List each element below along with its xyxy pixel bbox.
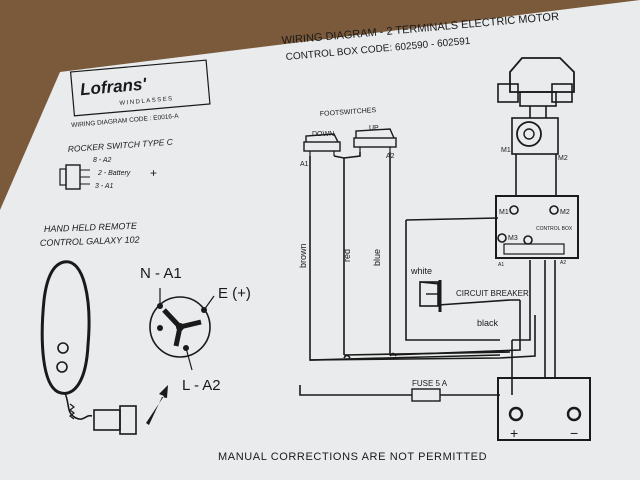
battery-minus: − (570, 425, 578, 441)
fuse-label: FUSE 5 A (412, 379, 448, 388)
remote-n-a1-label: N - A1 (140, 265, 182, 282)
circuit-breaker-icon (419, 280, 442, 312)
control-box-m1: M1 (499, 209, 509, 216)
rocker-line-battery: 2 - Battery (97, 170, 131, 177)
windlass-motor-icon (497, 57, 575, 196)
wire-label-white: white (410, 266, 432, 276)
rocker-line-a1: 3 - A1 (95, 183, 114, 190)
rocker-switch-icon (59, 164, 90, 190)
footswitch-up-icon (353, 128, 397, 152)
footer-note: MANUAL CORRECTIONS ARE NOT PERMITTED (218, 451, 487, 463)
remote-e-plus-label: E (+) (218, 285, 251, 302)
remote-l-a2-label: L - A2 (182, 377, 221, 394)
control-box-icon (495, 195, 579, 259)
remote-connector-icon (149, 288, 215, 371)
wire-label-red: red (342, 249, 352, 262)
battery-positive-terminal (508, 406, 524, 422)
logo-frame (69, 59, 211, 117)
remote-title-line2: CONTROL GALAXY 102 (40, 235, 140, 248)
motor-m2-label: M2 (558, 155, 568, 162)
wire-label-black: black (477, 318, 499, 328)
control-box-a1: A1 (498, 262, 504, 268)
footswitches-title: FOOTSWITCHES (320, 107, 377, 118)
battery-negative-terminal (566, 406, 582, 422)
fuse-icon (411, 388, 441, 402)
footswitch-a1-label: A1 (300, 161, 309, 168)
remote-title-line1: HAND HELD REMOTE (44, 221, 138, 234)
footswitch-up-label: UP (369, 125, 379, 132)
rocker-line-a2: 8 - A2 (93, 157, 112, 164)
rocker-plus: + (150, 166, 157, 180)
wire-label-blue: blue (372, 249, 382, 266)
wiring-lines (299, 152, 556, 396)
control-box-a2: A2 (560, 260, 566, 266)
motor-m1-label: M1 (501, 147, 511, 154)
remote-arrow-icon (146, 385, 168, 425)
control-box-title: CONTROL BOX (536, 226, 573, 232)
remote-button-bottom (56, 361, 68, 373)
remote-handset-icon (40, 260, 137, 435)
logo-tagline: WINDLASSES (119, 96, 174, 107)
wire-label-brown: brown (298, 243, 308, 268)
circuit-breaker-label: CIRCUIT BREAKER (456, 289, 529, 298)
control-box-m2: M2 (560, 209, 570, 216)
battery-plus: + (510, 425, 518, 441)
remote-button-top (57, 342, 69, 354)
battery-icon (497, 377, 591, 441)
footswitch-down-icon (303, 133, 341, 156)
control-box-m3: M3 (508, 235, 518, 242)
